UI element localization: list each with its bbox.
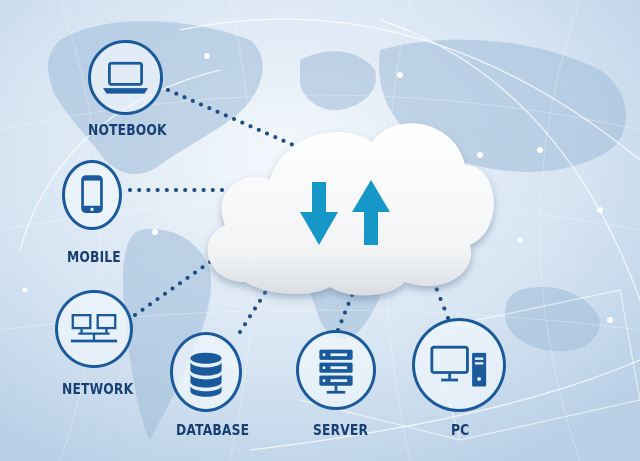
notebook-node [88,40,163,115]
server-icon [319,349,353,394]
notebook-label: NOTEBOOK [88,121,167,139]
database-node [170,332,242,412]
laptop-icon [102,61,149,94]
mobile-label: MOBILE [67,248,121,266]
database-icon [190,352,222,397]
pc-node [412,318,506,412]
desktop-pc-icon [430,345,487,387]
connector-network [133,260,212,317]
network-node [55,290,133,368]
server-node [296,330,376,410]
pc-label: PC [451,421,470,439]
server-label: SERVER [313,421,369,439]
mobile-node [62,160,122,230]
database-label: DATABASE [176,421,250,439]
smartphone-icon [81,175,103,213]
network-label: NETWORK [62,380,134,398]
connector-mobile [128,188,224,192]
connector-server [336,293,354,332]
upload-download-arrows-icon [300,180,390,245]
network-icon [70,314,118,343]
